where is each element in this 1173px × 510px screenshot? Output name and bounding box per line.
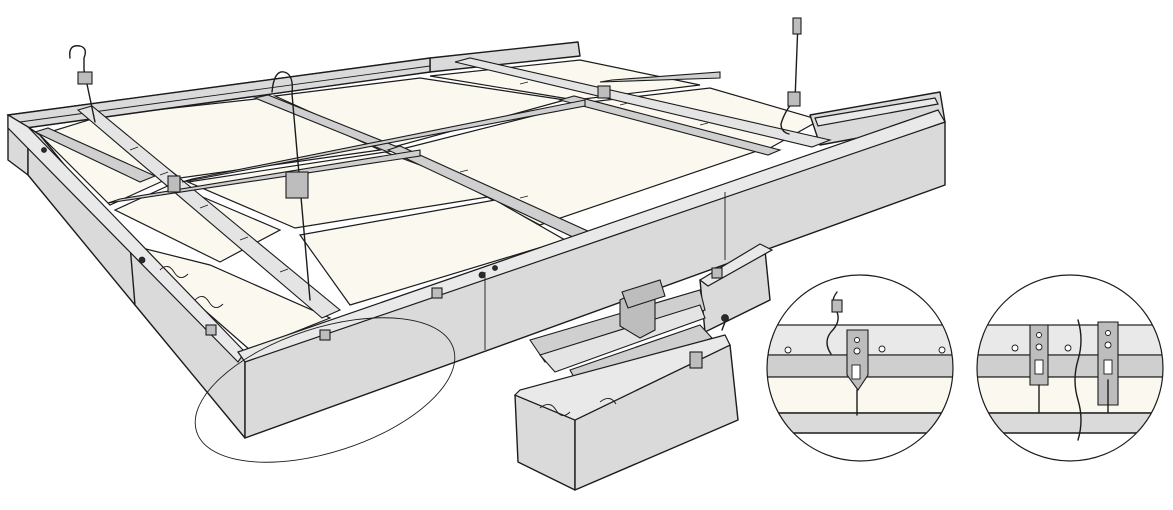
exploded-corner-detail [513,243,774,491]
hanger-clip-detail-callout [766,274,954,462]
hanger-rod-icon [271,71,311,301]
clip-icon [1029,324,1049,413]
right-perimeter-trim [809,91,946,146]
trim-splice-detail-callout [976,274,1164,462]
clip-icon [1097,321,1119,413]
front-perimeter-trim [205,109,946,439]
screw-icon [721,314,729,331]
detail-highlight-ellipse [194,317,456,463]
grid-rails [33,57,832,319]
clip-icon [846,329,869,416]
hanger-rod-icon [69,45,96,123]
left-perimeter-trim [7,113,246,439]
hanger-rods [69,17,802,301]
main-ceiling-assembly [6,17,946,463]
